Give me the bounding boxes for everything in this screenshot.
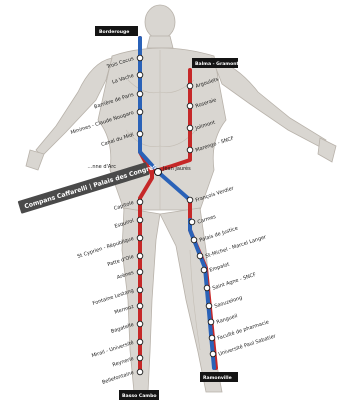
left-hand-shape xyxy=(26,150,44,170)
station-dot xyxy=(189,219,195,225)
terminus-top-left-label: Borderouge xyxy=(99,29,129,35)
station-dot xyxy=(187,197,193,203)
station-dot xyxy=(137,269,143,275)
station-dot xyxy=(187,147,193,153)
station-dot xyxy=(137,131,143,137)
station-dot xyxy=(209,335,215,341)
station-dot xyxy=(137,235,143,241)
station-label: Palais de Justice xyxy=(199,225,239,243)
station-dot xyxy=(137,303,143,309)
right-arm-shape xyxy=(212,58,326,148)
station-label: Saouzelong xyxy=(214,295,243,310)
station-rangueil: Rangueil xyxy=(208,313,238,325)
station-dot xyxy=(206,303,212,309)
station-dot xyxy=(137,321,143,327)
station-dot xyxy=(137,369,143,375)
station-saouzelong: Saouzelong xyxy=(206,295,243,310)
station-dot xyxy=(137,339,143,345)
station-dot xyxy=(137,91,143,97)
terminus-bottom-left-label: Basso Cambo xyxy=(122,393,157,399)
station-dot xyxy=(137,109,143,115)
station-dot xyxy=(210,351,216,357)
station-saint-agne-sncf: Saint Agne - SNCF xyxy=(204,272,257,292)
station-label: Bellefontaine xyxy=(101,370,134,386)
head-shape xyxy=(145,5,175,39)
hub-station-label: Jean Jaurès xyxy=(162,165,191,172)
terminus-top-right: Balma - Gramont xyxy=(192,58,240,68)
hub-station-dot xyxy=(155,169,162,176)
right-hand-shape xyxy=(318,138,336,162)
station-dot xyxy=(187,125,193,131)
station-dot xyxy=(137,253,143,259)
station-dot xyxy=(191,237,197,243)
station-label: Rangueil xyxy=(216,313,239,325)
station-dot xyxy=(204,285,210,291)
station-dot xyxy=(137,217,143,223)
station-dot xyxy=(208,319,214,325)
station-dot xyxy=(201,267,207,273)
station-dot xyxy=(137,199,143,205)
terminus-bottom-right: Ramonville xyxy=(200,372,238,382)
terminus-bottom-left: Basso Cambo xyxy=(119,390,159,400)
station-label: Mirail - Université xyxy=(91,339,135,359)
station-dot xyxy=(137,287,143,293)
partial-station-label: …nne d'Arc xyxy=(87,164,116,170)
terminus-top-right-label: Balma - Gramont xyxy=(195,61,240,67)
neck-shape xyxy=(147,36,173,48)
station-dot xyxy=(137,55,143,61)
terminus-bottom-right-label: Ramonville xyxy=(203,375,232,381)
station-dot xyxy=(187,83,193,89)
torso-shape xyxy=(98,48,226,210)
terminus-top-left: Borderouge xyxy=(95,26,138,36)
anatomy-figure xyxy=(26,5,336,392)
station-label: Empalot xyxy=(209,261,231,273)
station-dot xyxy=(187,103,193,109)
station-dot xyxy=(197,253,203,259)
station-dot xyxy=(137,355,143,361)
station-label: Saint Agne - SNCF xyxy=(212,272,257,292)
station-dot xyxy=(137,72,143,78)
